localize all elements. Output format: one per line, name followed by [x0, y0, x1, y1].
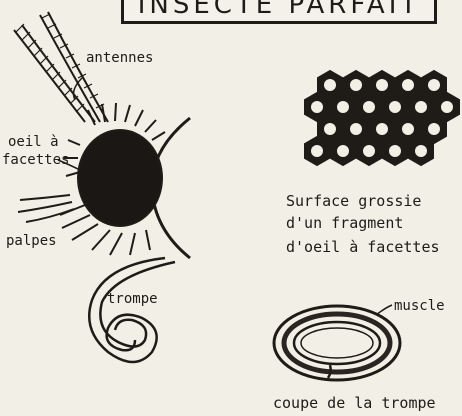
- caption-surface-line2: d'un fragment: [286, 212, 403, 234]
- compound-eye: [78, 130, 162, 226]
- label-trompe: trompe: [107, 291, 158, 307]
- antennae: [14, 12, 108, 122]
- facet-grid: [305, 71, 459, 165]
- label-palpes: palpes: [6, 233, 57, 249]
- label-muscle: muscle: [394, 298, 445, 314]
- label-oeil-line2: facettes: [2, 152, 69, 168]
- caption-surface-line1: Surface grossie: [286, 190, 421, 212]
- proboscis-cross-section: [274, 305, 400, 380]
- label-antennes: antennes: [86, 50, 153, 66]
- caption-coupe: coupe de la trompe: [273, 392, 436, 414]
- caption-surface-line3: d'oeil à facettes: [286, 236, 440, 258]
- label-oeil-line1: oeil à: [8, 134, 59, 150]
- proboscis: [89, 258, 175, 362]
